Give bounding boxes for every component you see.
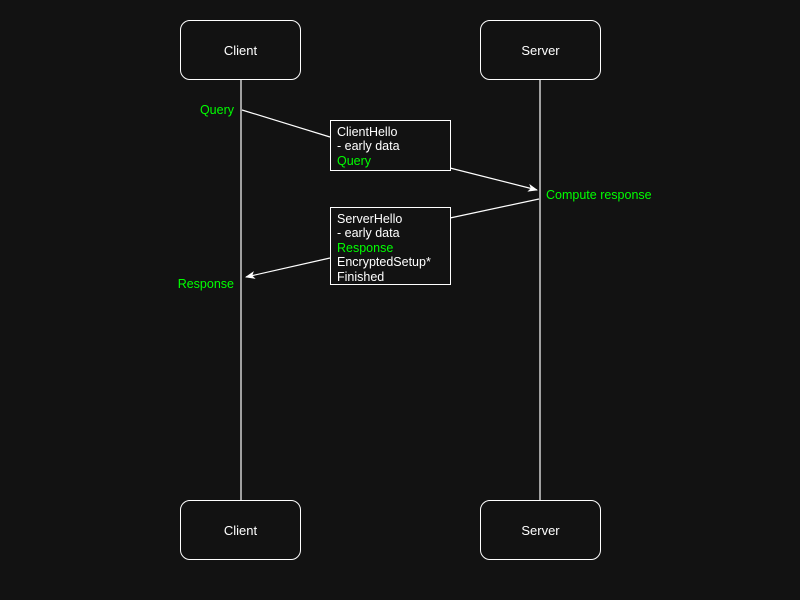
actor-client-bottom[interactable]: Client xyxy=(180,500,301,560)
clienthello-line-1: ClientHello xyxy=(337,125,398,139)
actor-client-bottom-label: Client xyxy=(223,522,258,538)
serverhello-line-2: - early data xyxy=(337,226,400,241)
query-label: Query xyxy=(199,103,234,117)
serverhello-line-4: EncryptedSetup* xyxy=(337,255,431,270)
serverhello-box[interactable]: ServerHello - early data Response Encryp… xyxy=(330,207,451,285)
serverhello-line-1: ServerHello xyxy=(337,212,403,226)
response-label: Response xyxy=(177,277,234,291)
clienthello-line-3: Query xyxy=(337,153,372,168)
clienthello-box[interactable]: ClientHello - early data Query xyxy=(330,120,451,171)
actor-server-bottom[interactable]: Server xyxy=(480,500,601,560)
actor-server-top[interactable]: Server xyxy=(480,20,601,80)
compute-response-label: Compute response xyxy=(546,188,652,202)
serverhello-line-5: Finished xyxy=(337,269,385,284)
connector-server-to-serverhello xyxy=(449,198,540,219)
connector-client-to-clienthello xyxy=(241,109,331,138)
actor-client-top-label: Client xyxy=(223,42,258,58)
actor-server-top-label: Server xyxy=(521,42,560,58)
actor-server-bottom-label: Server xyxy=(521,522,560,538)
arrow-serverhello-to-client xyxy=(245,257,331,279)
clienthello-line-2: - early data xyxy=(337,139,400,154)
actor-client-top[interactable]: Client xyxy=(180,20,301,80)
serverhello-line-3: Response xyxy=(337,240,394,255)
arrow-clienthello-to-server xyxy=(449,167,538,192)
